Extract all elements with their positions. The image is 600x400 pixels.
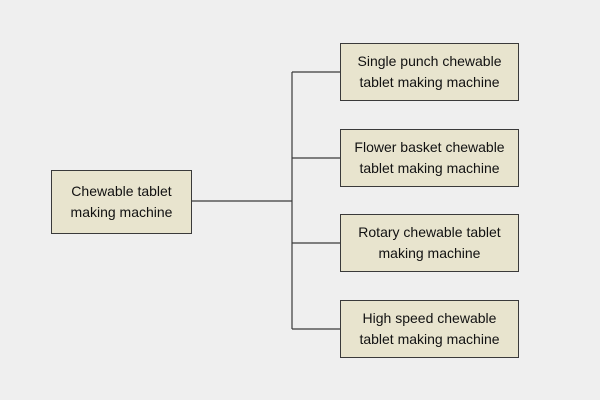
child-node-label: High speed chewable tablet making machin…	[359, 310, 500, 347]
child-node-label: Flower basket chewable tablet making mac…	[354, 139, 505, 176]
child-node-high-speed: High speed chewable tablet making machin…	[340, 300, 519, 358]
root-node: Chewable tablet making machine	[51, 170, 192, 234]
root-node-label: Chewable tablet making machine	[70, 183, 173, 220]
child-node-single-punch: Single punch chewable tablet making mach…	[340, 43, 519, 101]
child-node-label: Rotary chewable tablet making machine	[358, 224, 501, 261]
child-node-flower-basket: Flower basket chewable tablet making mac…	[340, 129, 519, 187]
child-node-rotary: Rotary chewable tablet making machine	[340, 214, 519, 272]
child-node-label: Single punch chewable tablet making mach…	[357, 53, 502, 90]
